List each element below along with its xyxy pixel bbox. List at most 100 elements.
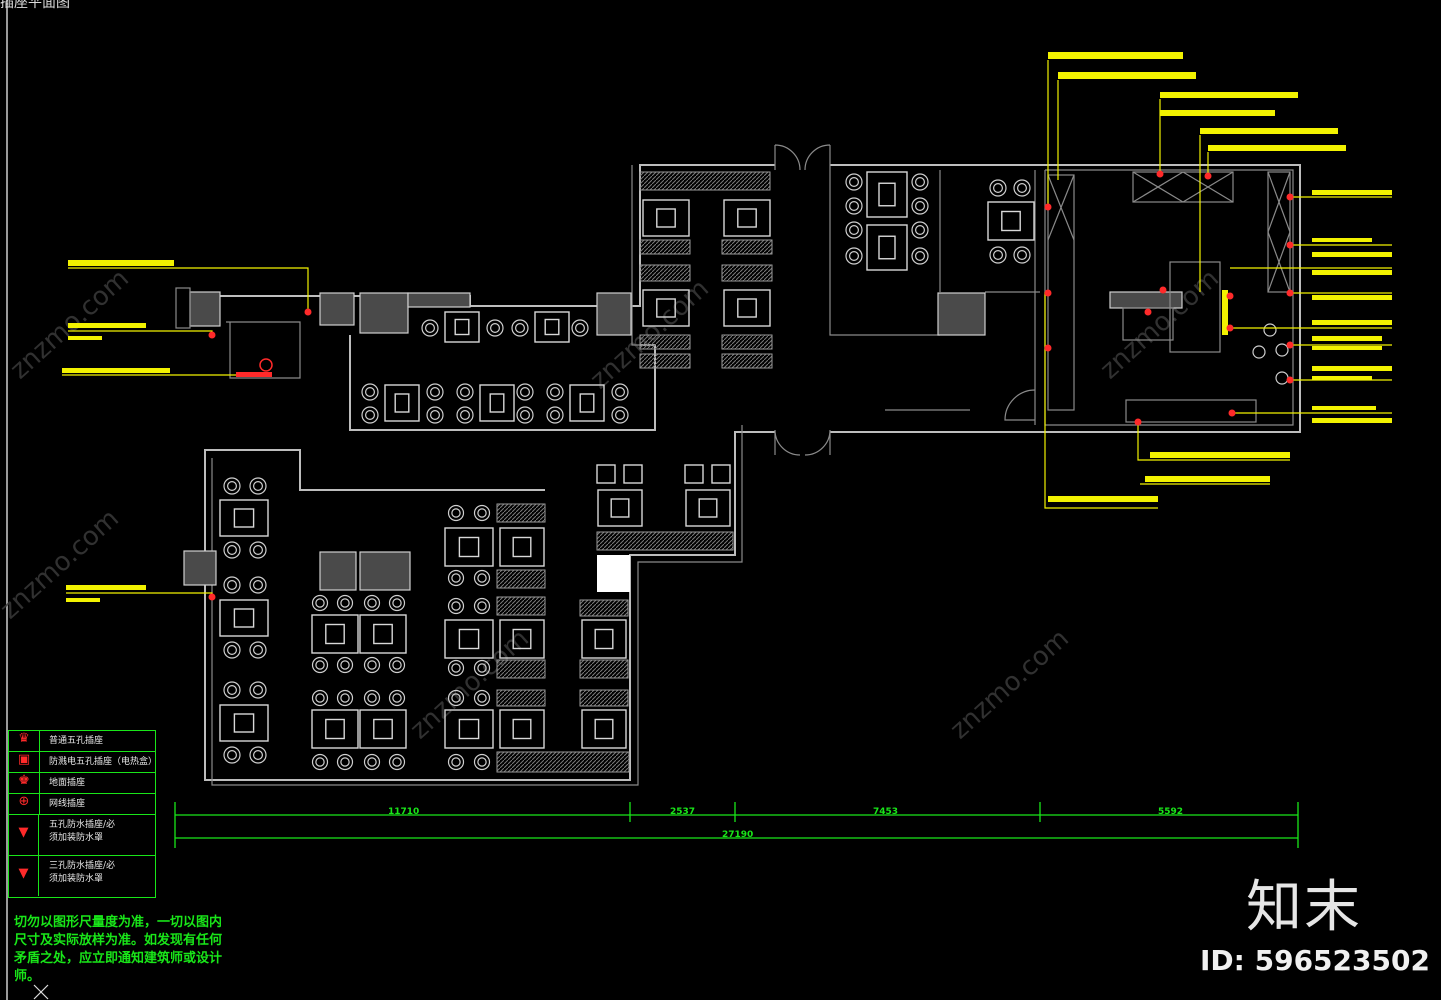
chair bbox=[223, 477, 241, 495]
table-top bbox=[544, 318, 560, 336]
table-top bbox=[594, 628, 614, 650]
legend-row: ♚ 地面插座 bbox=[9, 773, 155, 794]
image-id: ID: 596523502 bbox=[1200, 944, 1430, 977]
chair-seat bbox=[848, 201, 859, 212]
chair bbox=[249, 576, 267, 594]
chair bbox=[447, 504, 465, 522]
dining-table[interactable] bbox=[987, 201, 1035, 241]
chair-seat bbox=[425, 323, 436, 334]
chair-seat bbox=[315, 757, 325, 767]
chair bbox=[249, 681, 267, 699]
chair-seat bbox=[227, 644, 238, 655]
chair bbox=[516, 406, 534, 424]
chair bbox=[473, 659, 491, 677]
chair bbox=[486, 319, 504, 337]
chair bbox=[447, 689, 465, 707]
brand-logo: 知末 bbox=[1246, 875, 1362, 940]
dining-table[interactable] bbox=[499, 619, 545, 659]
dining-table[interactable] bbox=[219, 599, 269, 637]
dining-table[interactable] bbox=[499, 527, 545, 567]
chair-seat bbox=[392, 757, 402, 767]
chair bbox=[845, 221, 863, 239]
dining-table[interactable] bbox=[219, 499, 269, 537]
floor-socket-icon: ♚ bbox=[9, 773, 40, 793]
chair-seat bbox=[340, 693, 350, 703]
watermark-text: znzmo.com bbox=[945, 624, 1075, 746]
chair bbox=[447, 659, 465, 677]
chair-seat bbox=[490, 323, 501, 334]
dining-table[interactable] bbox=[581, 709, 627, 749]
dining-table[interactable] bbox=[642, 289, 690, 327]
dining-table[interactable] bbox=[359, 709, 407, 749]
dining-table[interactable] bbox=[685, 489, 731, 527]
chair bbox=[516, 383, 534, 401]
door-top[interactable] bbox=[774, 144, 831, 171]
table-top bbox=[233, 508, 255, 528]
chair bbox=[311, 594, 329, 612]
chair-seat bbox=[367, 598, 377, 608]
chair-seat bbox=[227, 684, 238, 695]
dining-table[interactable] bbox=[219, 704, 269, 742]
dining-table[interactable] bbox=[384, 384, 420, 422]
dining-table[interactable] bbox=[499, 709, 545, 749]
chair-seat bbox=[549, 410, 560, 421]
chair-seat bbox=[227, 481, 238, 492]
chair-seat bbox=[477, 573, 487, 583]
chair bbox=[473, 504, 491, 522]
stool bbox=[711, 464, 731, 484]
chair bbox=[311, 689, 329, 707]
dining-table[interactable] bbox=[534, 311, 570, 343]
door-middle[interactable] bbox=[774, 429, 831, 456]
chair-seat bbox=[430, 387, 441, 398]
dining-table[interactable] bbox=[866, 224, 908, 271]
dining-table[interactable] bbox=[569, 384, 605, 422]
dim-segment-1: 11710 bbox=[388, 807, 419, 817]
booth-benches bbox=[496, 171, 773, 773]
dining-table[interactable] bbox=[444, 619, 494, 659]
dining-tables[interactable] bbox=[219, 171, 1035, 749]
chair-seat bbox=[477, 601, 487, 611]
door-kitchen[interactable] bbox=[1004, 389, 1036, 421]
dining-table[interactable] bbox=[444, 311, 480, 343]
chair bbox=[361, 383, 379, 401]
chair bbox=[249, 477, 267, 495]
legend-row: ▼ 三孔防水插座/必 须加装防水罩 bbox=[9, 856, 155, 896]
chair-seat bbox=[253, 749, 264, 760]
dining-table[interactable] bbox=[597, 489, 643, 527]
chair bbox=[223, 541, 241, 559]
dining-table[interactable] bbox=[642, 199, 690, 237]
chair-seat bbox=[451, 663, 461, 673]
chair-seat bbox=[367, 693, 377, 703]
dining-table[interactable] bbox=[723, 289, 771, 327]
dining-table[interactable] bbox=[581, 619, 627, 659]
table-top bbox=[512, 718, 532, 740]
chair bbox=[336, 753, 354, 771]
dining-table[interactable] bbox=[444, 527, 494, 567]
kitchen-equipment bbox=[1047, 171, 1291, 423]
legend-label: 网线插座 bbox=[49, 799, 86, 809]
chair-seat bbox=[367, 757, 377, 767]
waterproof-three-hole-socket-icon: ▼ bbox=[9, 856, 39, 896]
dining-table[interactable] bbox=[479, 384, 515, 422]
legend-row: ♛ 普通五孔插座 bbox=[9, 731, 155, 752]
chair-seat bbox=[519, 387, 530, 398]
chair-seat bbox=[992, 183, 1003, 194]
chair-seat bbox=[477, 693, 487, 703]
table-top bbox=[373, 623, 393, 645]
waterproof-five-hole-socket-icon: ▼ bbox=[9, 815, 39, 855]
socket-markers[interactable] bbox=[208, 170, 1294, 601]
dining-table[interactable] bbox=[311, 614, 359, 654]
dim-segment-4: 5592 bbox=[1158, 807, 1183, 817]
dining-table[interactable] bbox=[311, 709, 359, 749]
dining-table[interactable] bbox=[444, 709, 494, 749]
dining-table[interactable] bbox=[723, 199, 771, 237]
table-top bbox=[454, 318, 470, 336]
dining-table[interactable] bbox=[866, 171, 908, 218]
chair bbox=[456, 383, 474, 401]
dining-table[interactable] bbox=[359, 614, 407, 654]
table-top bbox=[1001, 210, 1021, 232]
chair bbox=[421, 319, 439, 337]
dimension-lines: 11710 2537 7453 5592 27190 bbox=[174, 802, 1299, 848]
chair-seat bbox=[253, 684, 264, 695]
